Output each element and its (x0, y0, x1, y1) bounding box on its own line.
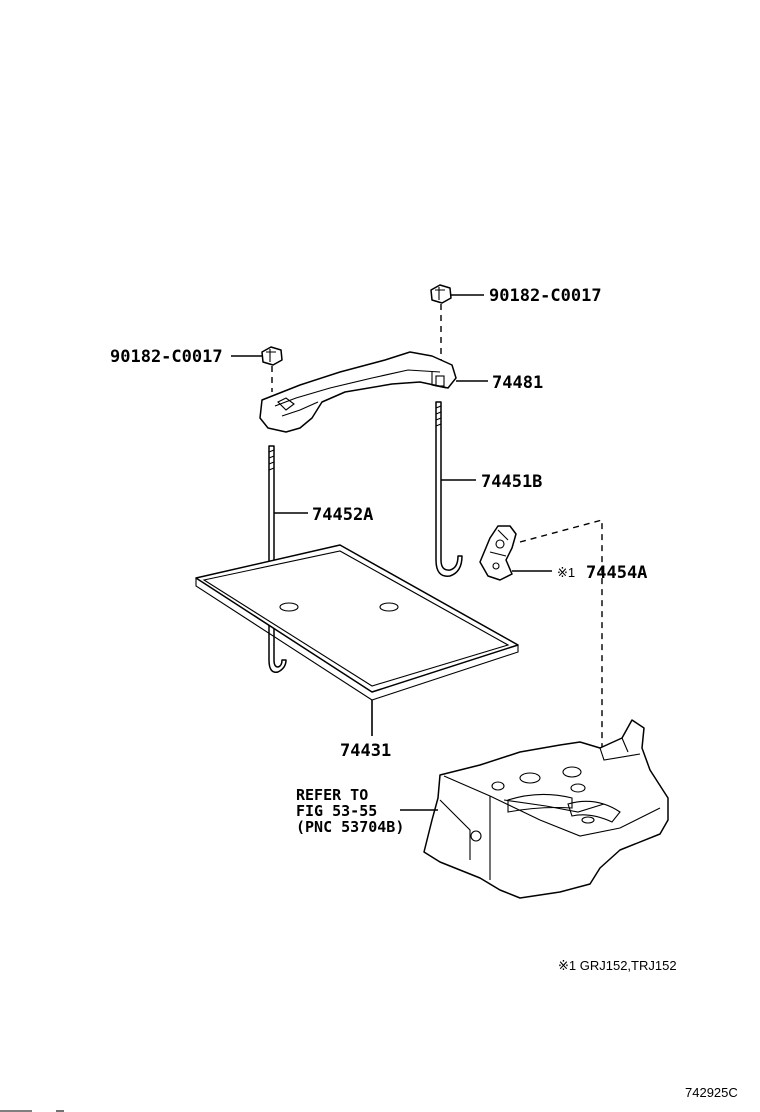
bracket-part (479, 525, 517, 581)
nut-left-part (261, 346, 283, 366)
label-rod-left: 74452A (312, 505, 373, 525)
footnote: ※1 GRJ152,TRJ152 (558, 958, 677, 973)
nut-right-part (430, 284, 452, 304)
tray-part (195, 544, 519, 701)
label-bracket: 74454A (586, 563, 647, 583)
bracket-guide (519, 519, 603, 750)
label-clamp: 74481 (492, 373, 543, 393)
label-nut-left: 90182-C0017 (110, 347, 223, 367)
clamp-part (259, 351, 457, 433)
label-bracket-marker: ※1 (557, 565, 575, 580)
rod-right-part (435, 401, 463, 577)
label-refer-line1: REFER TO (296, 786, 368, 804)
label-rod-right: 74451B (481, 472, 542, 492)
label-nut-right: 90182-C0017 (489, 286, 602, 306)
label-tray: 74431 (340, 741, 391, 761)
carrier-part (423, 719, 669, 899)
label-refer-line2: FIG 53-55 (296, 802, 377, 820)
diagram-code: 742925C (685, 1085, 738, 1100)
label-refer-line3: (PNC 53704B) (296, 818, 404, 836)
